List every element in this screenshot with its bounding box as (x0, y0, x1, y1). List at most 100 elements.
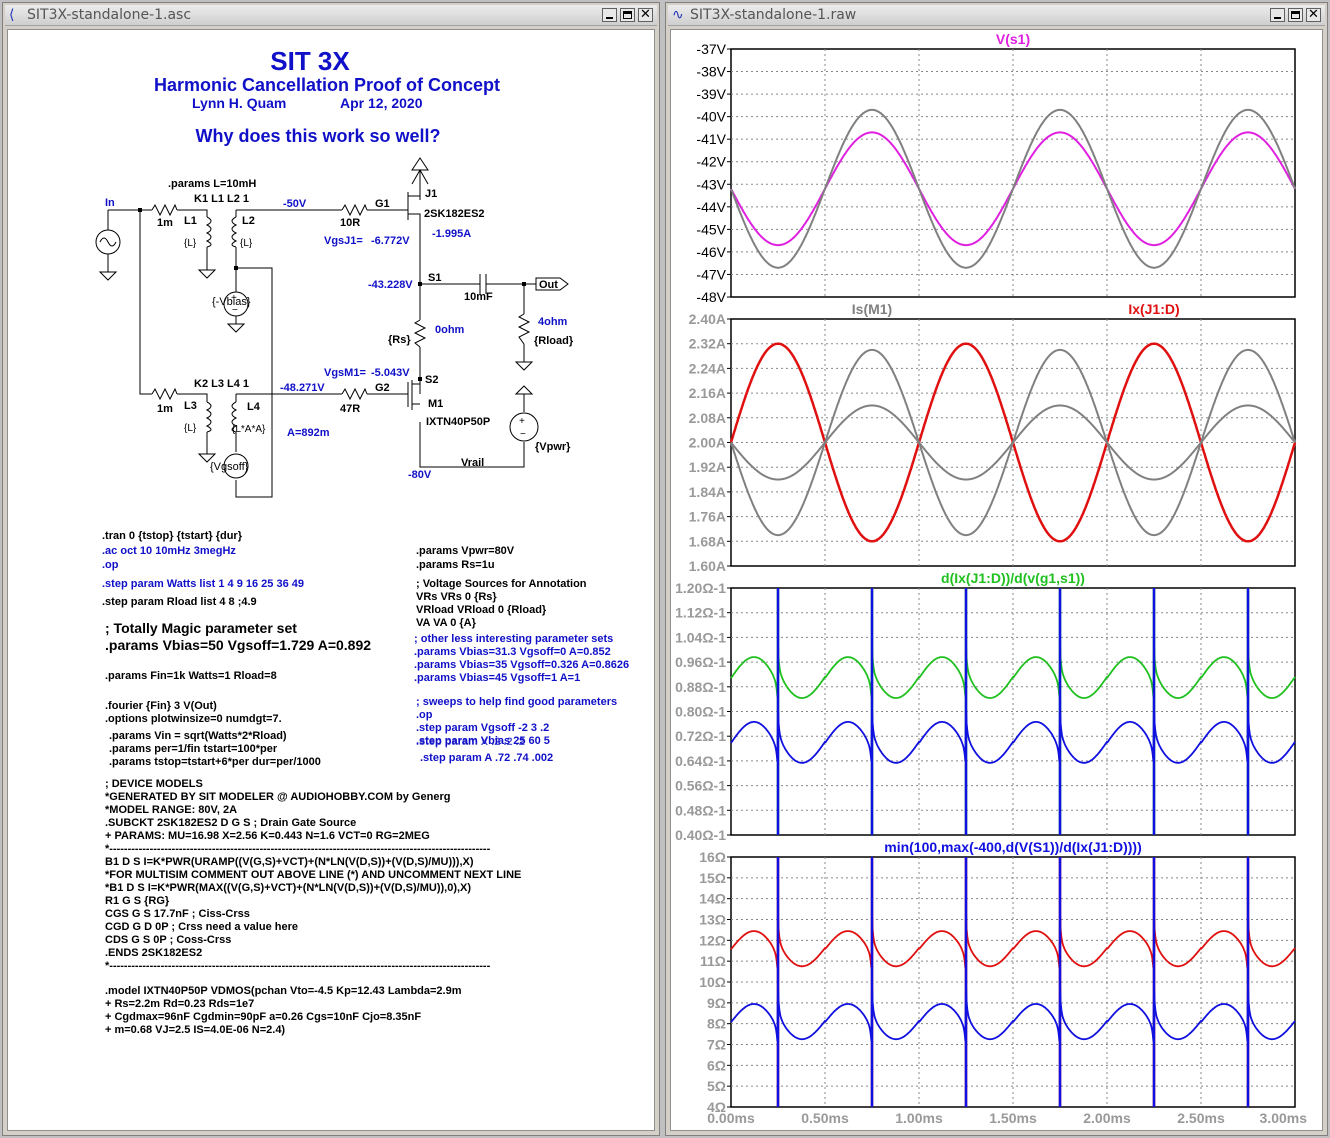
plot-title: d(Ix(J1:D))/d(v(g1,s1)) (941, 570, 1085, 586)
rs-value: {Rs} (388, 334, 411, 346)
resistor-rs[interactable] (413, 319, 427, 348)
plot-pane-2[interactable]: 2.40A2.32A2.24A2.16A2.08A2.00A1.92A1.84A… (689, 301, 1297, 574)
resistor-10r[interactable] (341, 203, 368, 217)
va-directive[interactable]: VA VA 0 {A} (416, 617, 477, 629)
vgsj1-label: VgsJ1= (324, 235, 363, 247)
y-tick-label: 1.12Ω-1 (675, 605, 726, 621)
params-vpwr-directive[interactable]: .params Vpwr=80V (416, 545, 515, 557)
g2-net-label[interactable]: G2 (375, 382, 390, 394)
fourier-directive[interactable]: .fourier {Fin} 3 V(Out) (105, 700, 217, 712)
resistor-47r[interactable] (341, 387, 368, 401)
resistor-1m-a-label: 1m (157, 217, 173, 229)
params-rs-directive[interactable]: .params Rs=1u (416, 559, 495, 571)
y-tick-label: 0.48Ω-1 (675, 802, 726, 818)
params-tstop-directive[interactable]: .params tstop=tstart+6*per dur=per/1000 (109, 756, 321, 768)
y-tick-label: 8Ω (707, 1016, 726, 1032)
sweeps-op-directive[interactable]: .op (416, 709, 433, 721)
waveform-window[interactable]: ∿ SIT3X-standalone-1.raw ✕ -37V-38V-39V-… (665, 2, 1328, 1136)
schematic-drawing[interactable]: SIT 3X Harmonic Cancellation Proof of Co… (8, 30, 655, 1131)
close-button[interactable]: ✕ (1306, 8, 1321, 22)
schematic-canvas[interactable]: SIT 3X Harmonic Cancellation Proof of Co… (7, 29, 655, 1131)
vrs-directive[interactable]: VRs VRs 0 {Rs} (416, 591, 497, 603)
vrload-directive[interactable]: VRload VRload 0 {Rload} (416, 604, 547, 616)
other-params-1[interactable]: .params Vbias=31.3 Vgsoff=0 A=0.852 (414, 646, 611, 658)
close-button[interactable]: ✕ (638, 8, 653, 22)
vrail-net-label[interactable]: Vrail (461, 457, 484, 469)
schematic-window[interactable]: ⟨ SIT3X-standalone-1.asc ✕ SIT 3X Harmon… (2, 2, 660, 1136)
plot-pane-1[interactable]: -37V-38V-39V-40V-41V-42V-43V-44V-45V-46V… (696, 31, 1296, 305)
j1-transistor[interactable] (402, 168, 429, 224)
device-models-text[interactable]: ; DEVICE MODELS*GENERATED BY SIT MODELER… (105, 778, 521, 1036)
other-params-2[interactable]: .params Vbias=35 Vgsoff=0.326 A=0.8626 (414, 659, 629, 671)
voltage-sources-comment[interactable]: ; Voltage Sources for Annotation (416, 578, 587, 590)
out-net-label[interactable]: Out (539, 279, 558, 291)
waveform-plot-area[interactable]: -37V-38V-39V-40V-41V-42V-43V-44V-45V-46V… (670, 29, 1323, 1131)
sweep-vgsoff-directive[interactable]: .step param Vgsoff -2 3 .2 (416, 722, 549, 734)
maximize-button[interactable] (1288, 8, 1303, 22)
s2-net-label[interactable]: S2 (425, 374, 438, 386)
sweep-a-directive[interactable]: .step param A .72 .74 .002 (420, 752, 553, 764)
k2-directive[interactable]: K2 L3 L4 1 (194, 378, 249, 390)
y-tick-label: 0.72Ω-1 (675, 728, 726, 744)
step-watts-directive[interactable]: .step param Watts list 1 4 9 16 25 36 49 (102, 578, 304, 590)
g1-net-label[interactable]: G1 (375, 198, 390, 210)
minimize-button[interactable] (1270, 8, 1285, 22)
j1-current: -1.995A (432, 228, 471, 240)
in-net-label[interactable]: In (105, 197, 115, 209)
resistor-1m-b[interactable] (151, 387, 178, 401)
y-tick-label: 4Ω (707, 1099, 726, 1115)
minus-icon: − (232, 305, 238, 316)
vpwr-source[interactable] (509, 412, 539, 442)
s1-net-label[interactable]: S1 (428, 272, 441, 284)
l3-label: L3 (184, 400, 197, 412)
params-fin-directive[interactable]: .params Fin=1k Watts=1 Rload=8 (105, 670, 277, 682)
magic-comment[interactable]: ; Totally Magic parameter set (105, 620, 297, 636)
capacitor-10mf[interactable] (479, 274, 487, 294)
vgsoff-source[interactable] (223, 453, 249, 479)
out-port-icon[interactable] (535, 277, 569, 291)
params-per-directive[interactable]: .params per=1/fin tstart=100*per (109, 743, 278, 755)
ground-icon (98, 271, 118, 281)
sweeps-comment[interactable]: ; sweeps to help find good parameters (416, 696, 617, 708)
y-tick-label: 0.88Ω-1 (675, 679, 726, 695)
input-voltage-source[interactable] (95, 229, 121, 255)
model-line: *---------------------------------------… (105, 960, 491, 972)
waveform-titlebar[interactable]: ∿ SIT3X-standalone-1.raw ✕ (668, 5, 1325, 26)
tran-directive[interactable]: .tran 0 {tstop} {tstart} {dur} (102, 530, 243, 542)
sweep-x-directive[interactable]: .step param X .2 .2 .2 (416, 736, 525, 748)
op-directive[interactable]: .op (102, 559, 119, 571)
options-directive[interactable]: .options plotwinsize=0 numdgt=7. (105, 713, 282, 725)
resistor-1m-a[interactable] (151, 203, 178, 217)
resistor-rload[interactable] (517, 313, 531, 345)
question-label: Why does this work so well? (195, 126, 440, 146)
model-line: + PARAMS: MU=16.98 X=2.56 K=0.443 N=1.6 … (105, 830, 430, 842)
j1-model: 2SK182ES2 (424, 208, 485, 220)
params-vin-directive[interactable]: .params Vin = sqrt(Watts*2*Rload) (109, 730, 287, 742)
step-rload-directive[interactable]: .step param Rload list 4 8 ;4.9 (102, 596, 257, 608)
plot-pane-4[interactable]: 16Ω15Ω14Ω13Ω12Ω11Ω10Ω9Ω8Ω7Ω6Ω5Ω4Ωmin(100… (699, 839, 1296, 1115)
magic-params-directive[interactable]: .params Vbias=50 Vgsoff=1.729 A=0.892 (105, 637, 371, 653)
model-line: *GENERATED BY SIT MODELER @ AUDIOHOBBY.C… (105, 791, 450, 803)
y-tick-label: -45V (696, 221, 726, 237)
plot-pane-3[interactable]: 1.20Ω-11.12Ω-11.04Ω-10.96Ω-10.88Ω-10.80Ω… (675, 570, 1296, 843)
spice-directives-left[interactable]: .tran 0 {tstop} {tstart} {dur} .ac oct 1… (102, 530, 371, 768)
spice-directives-right[interactable]: .params Vpwr=80V .params Rs=1u ; Voltage… (414, 545, 629, 764)
y-tick-label: 10Ω (699, 974, 726, 990)
maximize-button[interactable] (620, 8, 635, 22)
minimize-button[interactable] (602, 8, 617, 22)
params-l-directive[interactable]: .params L=10mH (168, 178, 256, 190)
schematic-titlebar[interactable]: ⟨ SIT3X-standalone-1.asc ✕ (5, 5, 657, 26)
k1-directive[interactable]: K1 L1 L2 1 (194, 193, 249, 205)
y-tick-label: -42V (696, 154, 726, 170)
model-line: *---------------------------------------… (105, 843, 491, 855)
y-tick-label: 6Ω (707, 1057, 726, 1073)
m1-transistor[interactable] (402, 380, 420, 410)
other-params-comment[interactable]: ; other less interesting parameter sets (414, 633, 613, 645)
model-line: R1 G S {RG} (105, 895, 170, 907)
inductor-coils[interactable] (205, 216, 238, 433)
waveform-plots[interactable]: -37V-38V-39V-40V-41V-42V-43V-44V-45V-46V… (671, 30, 1323, 1131)
resistor-10r-label: 10R (340, 217, 360, 229)
other-params-3[interactable]: .params Vbias=45 Vgsoff=1 A=1 (414, 672, 580, 684)
ac-directive[interactable]: .ac oct 10 10mHz 3megHz (102, 545, 236, 557)
sweep-vbias-directive[interactable]: .step param Vbias 25 60 5 (416, 735, 550, 747)
